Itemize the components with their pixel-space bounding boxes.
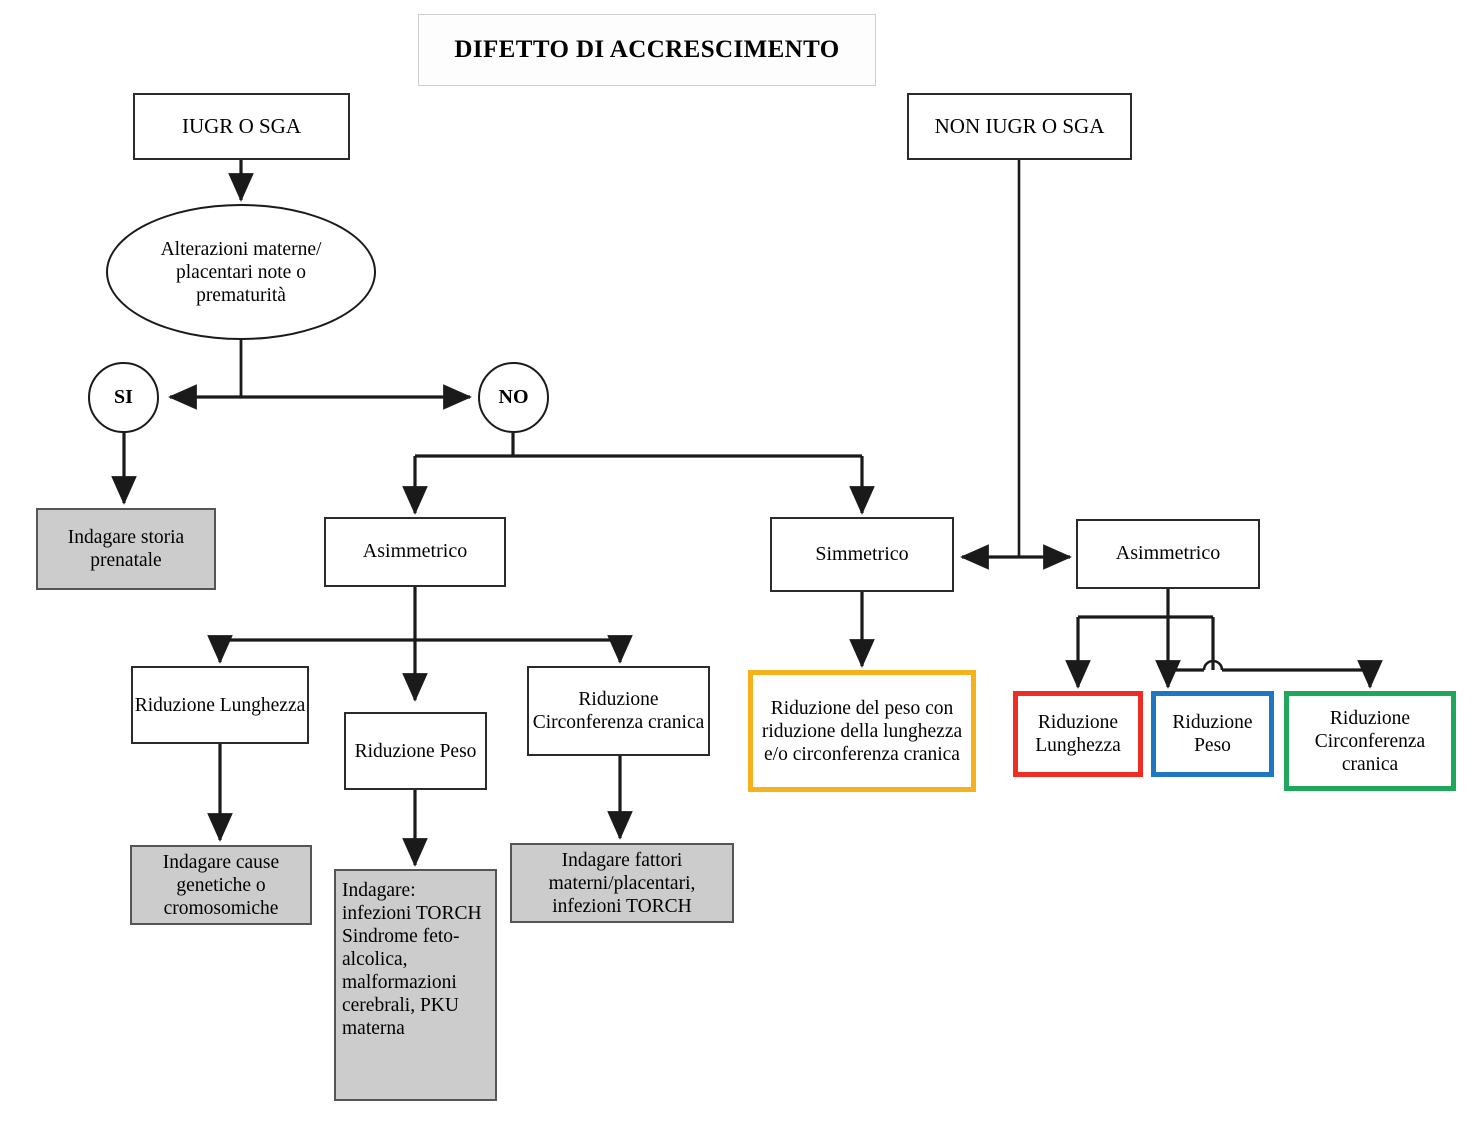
- node-riduzione-peso-left[interactable]: Riduzione Peso: [344, 712, 487, 790]
- node-label: Riduzione Lunghezza: [134, 694, 306, 716]
- node-simmetrico[interactable]: Simmetrico: [770, 517, 954, 592]
- node-label: NON IUGR O SGA: [934, 114, 1105, 139]
- node-label: Riduzione Peso: [354, 740, 477, 762]
- node-label: Indagare fattori materni/placentari, inf…: [548, 849, 696, 917]
- node-label: Riduzione Peso: [1172, 712, 1253, 756]
- node-label: Riduzione del peso con riduzione della l…: [761, 697, 963, 765]
- node-riduzione-lunghezza-right[interactable]: Riduzione Lunghezza: [1013, 691, 1143, 777]
- node-riduzione-peso-right[interactable]: Riduzione Peso: [1151, 691, 1274, 777]
- node-label: Alterazioni materne/ placentari note o p…: [160, 238, 322, 306]
- node-asimmetrico-left[interactable]: Asimmetrico: [324, 517, 506, 587]
- node-riduzione-lunghezza-left[interactable]: Riduzione Lunghezza: [131, 666, 309, 744]
- node-asimmetrico-right[interactable]: Asimmetrico: [1076, 519, 1260, 589]
- node-label: NO: [498, 385, 529, 408]
- node-indagare-cause-genetiche[interactable]: Indagare cause genetiche o cromosomiche: [130, 845, 312, 925]
- node-label: SI: [114, 385, 133, 408]
- node-label: Indagare: infezioni TORCH Sindrome feto-…: [342, 880, 482, 1039]
- node-label: Riduzione Lunghezza: [1035, 712, 1121, 756]
- node-riduzione-circonferenza-cranica-right[interactable]: Riduzione Circonferenza cranica: [1284, 691, 1456, 791]
- node-label: Asimmetrico: [362, 540, 468, 563]
- node-label: Riduzione Circonferenza cranica: [532, 689, 705, 733]
- node-non-iugr-o-sga[interactable]: NON IUGR O SGA: [907, 93, 1132, 160]
- page-title-text: DIFETTO DI ACCRESCIMENTO: [454, 36, 840, 64]
- node-label: Riduzione Circonferenza cranica: [1314, 707, 1426, 775]
- node-label: Indagare cause genetiche o cromosomiche: [162, 851, 280, 919]
- node-no[interactable]: NO: [478, 362, 549, 433]
- node-indagare-fattori-materni[interactable]: Indagare fattori materni/placentari, inf…: [510, 843, 734, 923]
- node-label: Indagare storia prenatale: [67, 527, 185, 571]
- node-label: Asimmetrico: [1115, 542, 1221, 565]
- node-label: Simmetrico: [815, 542, 909, 565]
- node-riduzione-circonferenza-cranica-left[interactable]: Riduzione Circonferenza cranica: [527, 666, 710, 756]
- node-iugr-o-sga[interactable]: IUGR O SGA: [133, 93, 350, 160]
- node-indagare-storia-prenatale[interactable]: Indagare storia prenatale: [36, 508, 216, 590]
- node-si[interactable]: SI: [88, 362, 159, 433]
- node-label: IUGR O SGA: [181, 114, 301, 139]
- node-indagare-infezioni-torch[interactable]: Indagare: infezioni TORCH Sindrome feto-…: [334, 869, 497, 1101]
- page-title: DIFETTO DI ACCRESCIMENTO: [418, 14, 876, 86]
- node-riduzione-peso-simmetrico[interactable]: Riduzione del peso con riduzione della l…: [748, 670, 976, 792]
- node-alterazioni-materne-placentari[interactable]: Alterazioni materne/ placentari note o p…: [106, 204, 376, 340]
